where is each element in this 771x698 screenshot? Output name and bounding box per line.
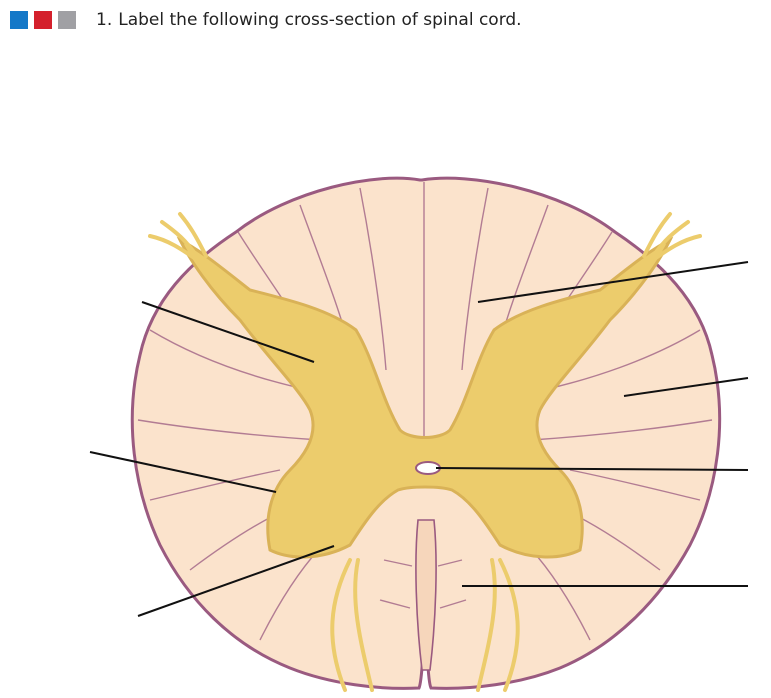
header-swatches xyxy=(10,8,82,32)
gray-matter xyxy=(176,236,674,559)
label-leader-lines xyxy=(89,261,749,617)
red-swatch xyxy=(34,11,52,29)
anterior-median-fissure xyxy=(415,519,437,671)
question-number: 1. xyxy=(96,10,113,30)
leader-line-bottom-left xyxy=(137,545,335,617)
blue-swatch xyxy=(10,11,28,29)
question-prompt: 1.Label the following cross-section of s… xyxy=(96,9,522,31)
leader-line-upper-right xyxy=(623,377,749,397)
leader-line-mid-left xyxy=(89,451,277,493)
dorsal-root-fibers xyxy=(148,212,702,264)
question-text: Label the following cross-section of spi… xyxy=(118,10,522,30)
leader-line-top-right xyxy=(477,261,749,303)
ventral-root-fibers xyxy=(330,558,520,692)
gray-swatch xyxy=(58,11,76,29)
leader-line-center-right xyxy=(435,467,749,471)
leader-line-top-left xyxy=(141,301,315,363)
